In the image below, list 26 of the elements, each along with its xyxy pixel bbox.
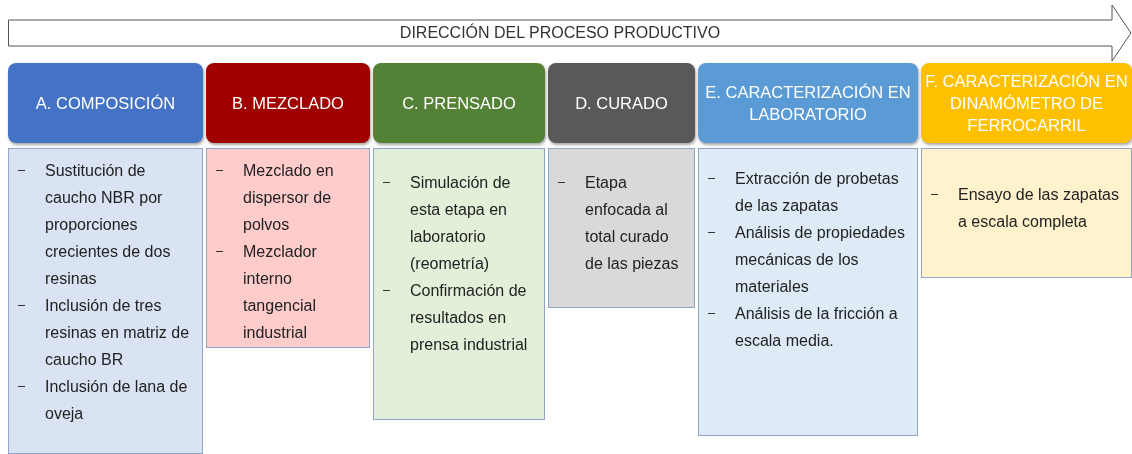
bullet-text: Análisis de propiedades mecánicas de los materiales (735, 224, 905, 295)
process-direction-arrow (8, 4, 1132, 62)
bullet-text: Inclusión de tres resinas en matriz de caucho BR (45, 297, 190, 368)
bullet-text: Etapa enfocada al total curado de las piezas (585, 174, 679, 272)
stage-description-box (921, 148, 1132, 278)
stage-header: A. COMPOSICIÓN (8, 63, 203, 143)
stage-header: E. CARACTERIZACIÓN EN LABORATORIO (698, 63, 918, 143)
bullet-text: Confirmación de resultados en prensa industrial (410, 282, 528, 353)
bullet-text: Sustitución de caucho NBR por proporciones crecientes de dos resinas (45, 162, 171, 287)
stage-header: C. PRENSADO (373, 63, 545, 143)
stage-header: F. CARACTERIZACIÓN EN DINAMÓMETRO DE FERROCARRIL (921, 63, 1132, 143)
bullet-text: Mezclado en dispersor de polvos (243, 162, 334, 233)
bullet-text: Extracción de probetas de las zapatas (735, 170, 899, 214)
stage-description-box (548, 148, 695, 308)
arrow-label: DIRECCIÓN DEL PROCESO PRODUCTIVO (398, 22, 722, 43)
stage-description-box (206, 148, 370, 348)
bullet-text: Inclusión de lana de oveja (45, 378, 188, 422)
bullet-text: Simulación de esta etapa en laboratorio (reometría) (410, 174, 511, 272)
stage-header: D. CURADO (548, 63, 695, 143)
bullet-text: Ensayo de las zapatas a escala completa (958, 186, 1119, 230)
stage-description-box (373, 148, 545, 420)
bullet-text: Análisis de la fricción a escala media. (735, 305, 898, 349)
bullet-text: Mezclador interno tangencial industrial (243, 243, 317, 341)
stage-header: B. MEZCLADO (206, 63, 370, 143)
stage-description-box (698, 148, 918, 436)
stage-description-box (8, 148, 203, 454)
